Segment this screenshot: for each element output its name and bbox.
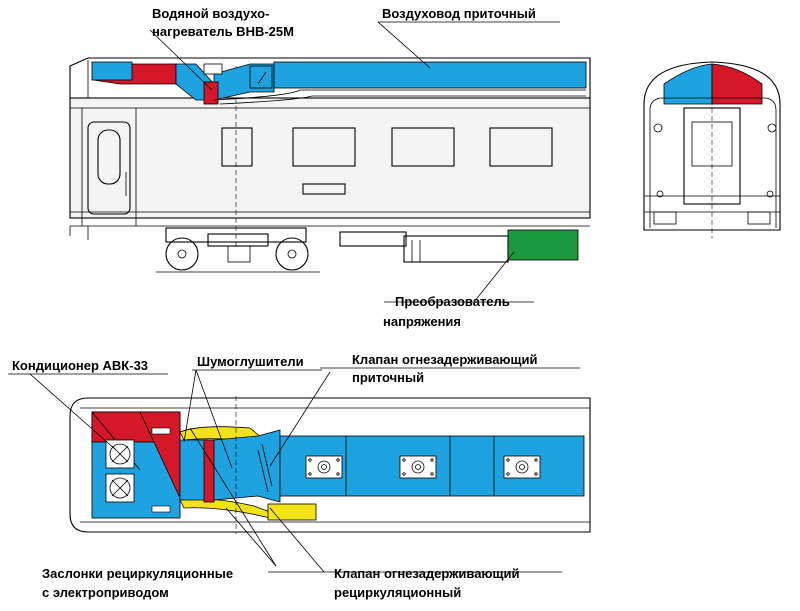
plan-heater — [203, 439, 215, 503]
plan-duct-expander — [213, 429, 281, 503]
label-silencers: Шумоглушители — [197, 354, 304, 369]
label-supply-valve-line1: Клапан огнезадерживающий — [352, 352, 538, 367]
side-window-3 — [391, 127, 455, 167]
wheel-left — [165, 237, 199, 271]
duct-expander — [213, 63, 275, 101]
label-supply-duct: Воздуховод приточный — [382, 6, 536, 21]
car-plan-view — [69, 396, 591, 534]
side-window-4 — [489, 127, 553, 167]
label-heater-line1: Водяной воздухо- — [152, 6, 269, 21]
leader-lines — [8, 21, 580, 573]
label-recirc-dampers-line2: с электроприводом — [42, 585, 169, 600]
label-air-conditioner: Кондиционер АВК-33 — [12, 358, 148, 373]
label-recirc-dampers-line1: Заслонки рециркуляционные — [42, 566, 233, 581]
water-air-heater — [203, 81, 219, 105]
air-diffuser-1 — [305, 455, 343, 479]
label-supply-valve-line2: приточный — [352, 370, 424, 385]
nameplate — [302, 183, 346, 195]
air-diffuser-2 — [399, 455, 437, 479]
car-end-view — [643, 61, 781, 238]
car-door — [87, 121, 131, 215]
label-heater-line2: нагреватель ВНВ-25М — [152, 24, 294, 39]
side-window-2 — [292, 127, 356, 167]
door-window — [97, 129, 121, 185]
car-body — [69, 97, 591, 219]
wheel-right — [275, 237, 309, 271]
label-recirc-valve-line2: рециркуляционный — [334, 585, 461, 600]
label-converter-line1: Преобразователь — [395, 294, 510, 309]
underframe-box-1 — [339, 231, 407, 247]
supply-duct-left — [91, 61, 133, 81]
air-diffuser-3 — [503, 455, 541, 479]
label-converter-line2: напряжения — [383, 314, 461, 329]
end-view-heater-duct — [711, 63, 763, 105]
label-recirc-valve-line1: Клапан огнезадерживающий — [334, 566, 520, 581]
car-side-view — [69, 57, 591, 273]
bogie — [156, 227, 320, 273]
voltage-converter — [507, 229, 579, 261]
recirc-damper — [267, 503, 317, 521]
supply-air-duct — [273, 61, 587, 89]
side-window-1 — [221, 127, 253, 167]
silencer-bottom — [179, 498, 271, 519]
